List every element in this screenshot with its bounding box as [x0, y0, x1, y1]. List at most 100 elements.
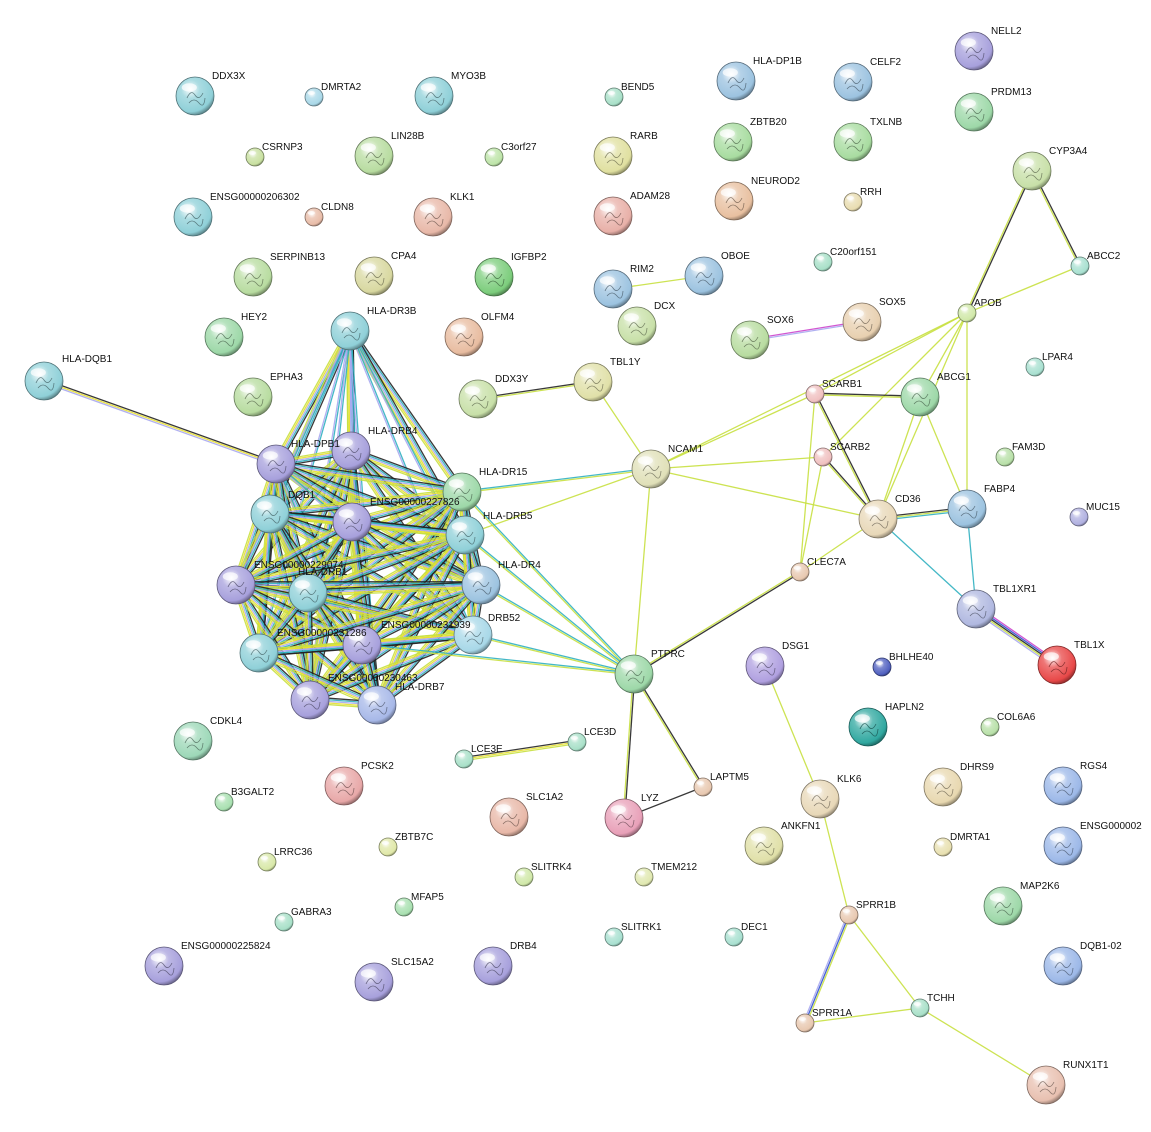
- node-hla-drb7[interactable]: HLA-DRB7: [357, 682, 445, 725]
- node-dcx[interactable]: DCX: [617, 301, 675, 346]
- node-scarb1[interactable]: SCARB1: [805, 379, 862, 404]
- node-igfbp2[interactable]: IGFBP2: [474, 252, 547, 297]
- node-drb52[interactable]: DRB52: [453, 613, 521, 655]
- node-slc1a2[interactable]: SLC1A2: [489, 792, 564, 837]
- node-fabp4[interactable]: FABP4: [947, 484, 1016, 529]
- node-cdkl4[interactable]: CDKL4: [173, 716, 243, 761]
- node-lin28b[interactable]: LIN28B: [354, 131, 425, 176]
- node-hla-dp1b[interactable]: HLA-DP1B: [716, 56, 802, 101]
- node-nell2[interactable]: NELL2: [954, 26, 1022, 71]
- node-c3orf27[interactable]: C3orf27: [484, 142, 537, 167]
- node-abcg1[interactable]: ABCG1: [900, 372, 971, 417]
- node-klk6[interactable]: KLK6: [800, 774, 862, 819]
- node-slitrk4[interactable]: SLITRK4: [514, 862, 572, 887]
- node-dqb1-02[interactable]: DQB1-02: [1043, 941, 1122, 986]
- node-gabra3[interactable]: GABRA3: [274, 907, 332, 932]
- node-rim2[interactable]: RIM2: [593, 264, 654, 309]
- node-oboe[interactable]: OBOE: [684, 251, 750, 296]
- node-cldn8[interactable]: CLDN8: [304, 202, 354, 227]
- node-lce3e[interactable]: LCE3E: [454, 744, 503, 769]
- node-map2k6[interactable]: MAP2K6: [983, 881, 1060, 926]
- node-ensg00000231939[interactable]: ENSG00000231939: [342, 620, 471, 665]
- node-dmrta2[interactable]: DMRTA2: [304, 82, 362, 107]
- node-hey2[interactable]: HEY2: [204, 312, 268, 357]
- node-tchh[interactable]: TCHH: [910, 993, 955, 1018]
- node-csrnp3[interactable]: CSRNP3: [245, 142, 303, 167]
- node-ensg000002[interactable]: ENSG000002: [1043, 821, 1142, 866]
- node-rarb[interactable]: RARB: [593, 131, 658, 176]
- node-ncam1[interactable]: NCAM1: [631, 444, 703, 489]
- node-runx1t1[interactable]: RUNX1T1: [1026, 1060, 1109, 1105]
- node-celf2[interactable]: CELF2: [833, 57, 902, 102]
- node-ddx3y[interactable]: DDX3Y: [458, 374, 529, 419]
- node-lyz[interactable]: LYZ: [604, 793, 659, 838]
- node-hla-dr3b[interactable]: HLA-DR3B: [330, 306, 417, 351]
- node-slitrk1[interactable]: SLITRK1: [604, 922, 662, 947]
- node-laptm5[interactable]: LAPTM5: [693, 772, 749, 797]
- node-neurod2[interactable]: NEUROD2: [714, 176, 800, 221]
- node-txlnb[interactable]: TXLNB: [833, 117, 903, 162]
- node-klk1[interactable]: KLK1: [413, 192, 475, 237]
- node-rgs4[interactable]: RGS4: [1043, 761, 1108, 806]
- node-ensg00000229074[interactable]: ENSG00000229074: [216, 560, 344, 605]
- node-prdm13[interactable]: PRDM13: [954, 87, 1032, 132]
- node-sox5[interactable]: SOX5: [842, 297, 906, 342]
- node-ddx3x[interactable]: DDX3X: [175, 71, 246, 116]
- node-ptprc[interactable]: PTPRC: [614, 649, 685, 694]
- node-adam28[interactable]: ADAM28: [593, 191, 670, 236]
- node-drb4[interactable]: DRB4: [473, 941, 537, 986]
- node-ensg00000206302[interactable]: ENSG00000206302: [173, 192, 300, 237]
- node-tbl1y[interactable]: TBL1Y: [573, 357, 641, 402]
- node-tbl1xr1[interactable]: TBL1XR1: [956, 584, 1037, 629]
- node-cpa4[interactable]: CPA4: [354, 251, 417, 296]
- node-sox6[interactable]: SOX6: [730, 315, 794, 360]
- node-lpar4[interactable]: LPAR4: [1025, 352, 1073, 377]
- node-b3galt2[interactable]: B3GALT2: [214, 787, 275, 812]
- node-tbl1x[interactable]: TBL1X: [1037, 640, 1105, 685]
- node-hla-dr15[interactable]: HLA-DR15: [442, 467, 528, 512]
- node-apob[interactable]: APOB: [957, 298, 1002, 323]
- node-hapln2[interactable]: HAPLN2: [848, 702, 924, 747]
- node-pcsk2[interactable]: PCSK2: [324, 761, 394, 806]
- node-muc15[interactable]: MUC15: [1069, 502, 1120, 527]
- node-hla-dpb1[interactable]: HLA-DPB1: [256, 439, 340, 484]
- node-myo3b[interactable]: MYO3B: [414, 71, 486, 116]
- node-dmrta1[interactable]: DMRTA1: [933, 832, 991, 857]
- node-tmem212[interactable]: TMEM212: [634, 862, 698, 887]
- node-ensg00000231286[interactable]: ENSG00000231286: [239, 628, 367, 673]
- node-hla-dr4[interactable]: HLA-DR4: [461, 560, 541, 605]
- node-cyp3a4[interactable]: CYP3A4: [1012, 146, 1088, 191]
- node-dsg1[interactable]: DSG1: [745, 641, 810, 686]
- node-fam3d[interactable]: FAM3D: [995, 442, 1045, 467]
- node-lrrc36[interactable]: LRRC36: [257, 847, 313, 872]
- node-mfap5[interactable]: MFAP5: [394, 892, 444, 917]
- node-hla-dqb1[interactable]: HLA-DQB1: [24, 354, 112, 401]
- node-hla-drb5[interactable]: HLA-DRB5: [445, 511, 533, 555]
- node-serpinb13[interactable]: SERPINB13: [233, 252, 325, 297]
- node-bhlhe40[interactable]: BHLHE40: [872, 652, 934, 677]
- node-scarb2[interactable]: SCARB2: [813, 442, 870, 467]
- node-ensg00000227826[interactable]: ENSG00000227826: [332, 497, 460, 542]
- node-rrh[interactable]: RRH: [843, 187, 882, 212]
- node-dqb1[interactable]: DQB1: [250, 490, 316, 534]
- node-ankfn1[interactable]: ANKFN1: [744, 821, 821, 866]
- node-abcc2[interactable]: ABCC2: [1070, 251, 1121, 276]
- node-ensg00000230463[interactable]: ENSG00000230463: [290, 673, 418, 720]
- node-hla-drb4[interactable]: HLA-DRB4: [331, 426, 418, 471]
- node-zbtb7c[interactable]: ZBTB7C: [378, 832, 433, 857]
- node-hla-drb1[interactable]: HLA-DRB1: [288, 567, 348, 613]
- node-sprr1b[interactable]: SPRR1B: [839, 900, 896, 925]
- node-col6a6[interactable]: COL6A6: [980, 712, 1036, 737]
- node-clec7a[interactable]: CLEC7A: [790, 557, 846, 582]
- node-ensg00000225824[interactable]: ENSG00000225824: [144, 941, 271, 986]
- node-lce3d[interactable]: LCE3D: [567, 727, 616, 752]
- node-zbtb20[interactable]: ZBTB20: [713, 117, 787, 162]
- node-c20orf151[interactable]: C20orf151: [813, 247, 877, 272]
- node-olfm4[interactable]: OLFM4: [444, 312, 515, 357]
- node-bend5[interactable]: BEND5: [604, 82, 655, 107]
- node-sprr1a[interactable]: SPRR1A: [795, 1008, 852, 1033]
- node-slc15a2[interactable]: SLC15A2: [354, 957, 434, 1002]
- node-dhrs9[interactable]: DHRS9: [923, 762, 994, 807]
- node-cd36[interactable]: CD36: [858, 494, 921, 539]
- node-epha3[interactable]: EPHA3: [233, 372, 303, 417]
